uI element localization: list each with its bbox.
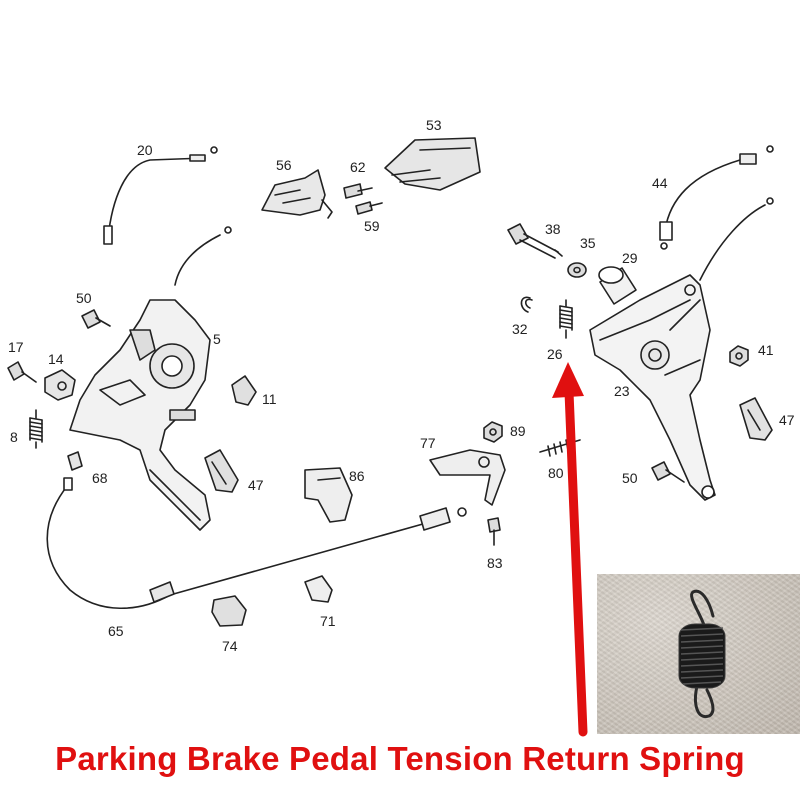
label-71: 71 xyxy=(320,613,336,629)
label-47-right: 47 xyxy=(779,412,795,428)
label-77: 77 xyxy=(420,435,436,451)
bushing-29 xyxy=(598,266,637,305)
label-17: 17 xyxy=(8,339,24,355)
label-26: 26 xyxy=(547,346,563,362)
washer-35 xyxy=(567,262,587,278)
label-14: 14 xyxy=(48,351,64,367)
latch-14 xyxy=(44,369,76,401)
label-89: 89 xyxy=(510,423,526,439)
lever-77 xyxy=(429,449,506,506)
label-56: 56 xyxy=(276,157,292,173)
bushing-68 xyxy=(67,451,83,471)
bracket-71 xyxy=(304,575,333,603)
clip-32 xyxy=(520,296,533,313)
label-23: 23 xyxy=(614,383,630,399)
bolt-38 xyxy=(507,223,563,259)
bolt-17 xyxy=(7,361,37,383)
label-68: 68 xyxy=(92,470,108,486)
bracket-53 xyxy=(384,137,481,191)
label-32: 32 xyxy=(512,321,528,337)
label-35: 35 xyxy=(580,235,596,251)
cable-20 xyxy=(103,146,218,245)
label-11: 11 xyxy=(262,391,277,407)
label-80: 80 xyxy=(548,465,564,481)
spring-8 xyxy=(29,409,43,449)
tension-spring-photo xyxy=(678,589,726,719)
label-62: 62 xyxy=(350,159,366,175)
clip-56 xyxy=(261,169,333,219)
bolt-83 xyxy=(487,517,501,546)
bolts-62-59 xyxy=(343,183,383,215)
label-5: 5 xyxy=(213,331,221,347)
label-47-left: 47 xyxy=(248,477,264,493)
pedal-bracket-23 xyxy=(589,274,716,501)
pad-11 xyxy=(231,375,257,406)
pedal-assembly-5 xyxy=(69,226,232,531)
red-pointer-arrow xyxy=(552,362,588,737)
label-86: 86 xyxy=(349,468,365,484)
label-29: 29 xyxy=(622,250,638,266)
spring-photo-inset xyxy=(597,574,800,734)
pad-47-right xyxy=(739,397,773,441)
label-44: 44 xyxy=(652,175,668,191)
bracket-86 xyxy=(304,467,353,523)
caption-title: Parking Brake Pedal Tension Return Sprin… xyxy=(55,740,745,777)
label-50-right: 50 xyxy=(622,470,638,486)
spring-26 xyxy=(559,299,573,339)
label-8: 8 xyxy=(10,429,18,445)
block-74 xyxy=(211,595,247,627)
label-53: 53 xyxy=(426,117,442,133)
pad-47-left xyxy=(204,449,239,493)
label-65: 65 xyxy=(108,623,124,639)
label-59: 59 xyxy=(364,218,380,234)
bolt-50-right xyxy=(651,461,685,483)
part-number-labels: 20 56 62 53 44 38 35 29 50 5 17 14 11 59… xyxy=(8,117,795,654)
cable-65 xyxy=(46,477,467,609)
label-83: 83 xyxy=(487,555,503,571)
nut-41 xyxy=(729,345,749,367)
label-50-left: 50 xyxy=(76,290,92,306)
label-74: 74 xyxy=(222,638,238,654)
cable-44 xyxy=(659,145,774,281)
label-41: 41 xyxy=(758,342,774,358)
label-38: 38 xyxy=(545,221,561,237)
nut-89 xyxy=(483,421,503,443)
label-20: 20 xyxy=(137,142,153,158)
bolt-50-left xyxy=(81,309,111,329)
